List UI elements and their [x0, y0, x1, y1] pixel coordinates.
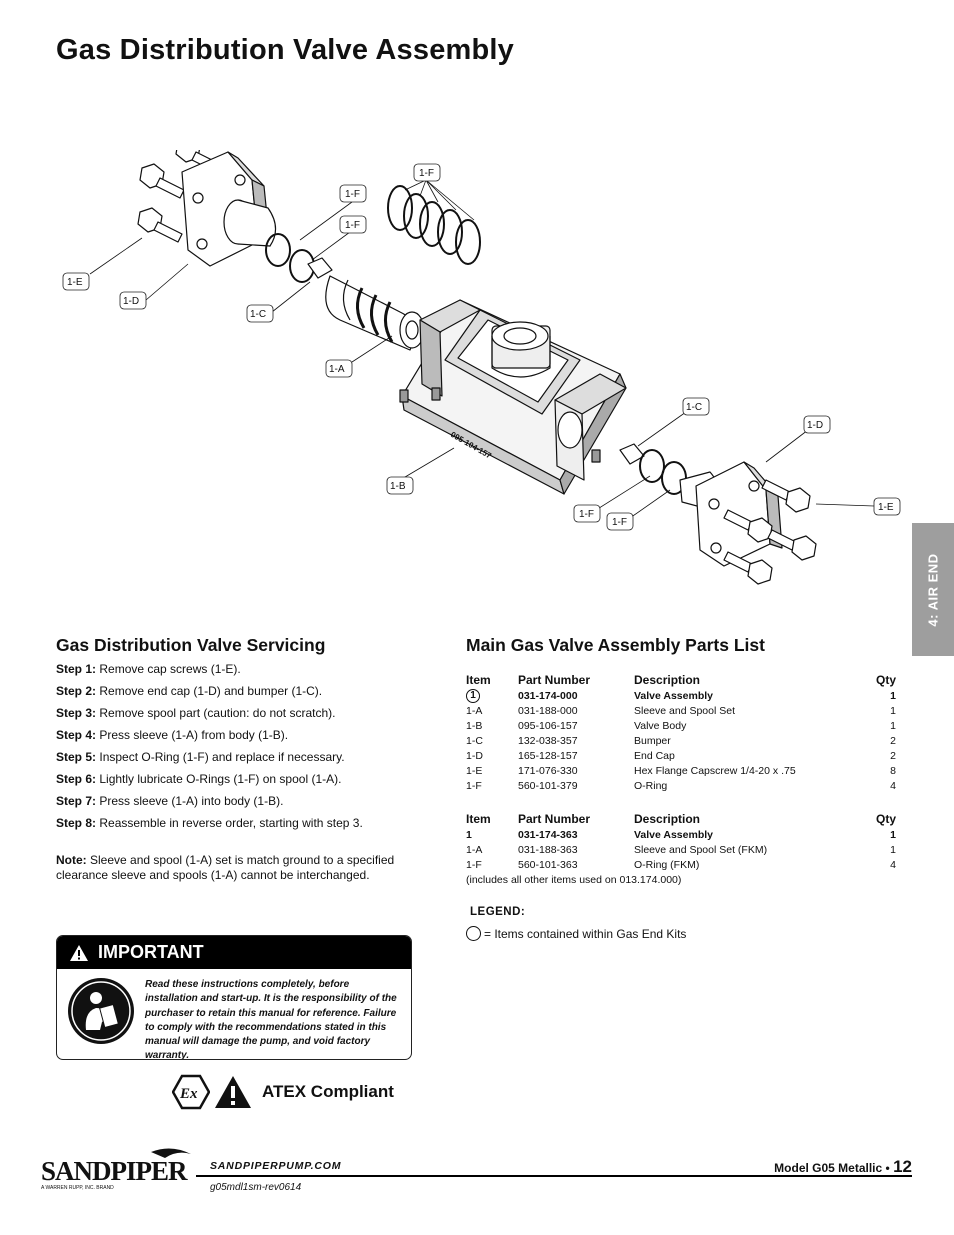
- important-box: IMPORTANT Read these instructions comple…: [56, 935, 412, 1060]
- svg-text:1-B: 1-B: [390, 481, 406, 492]
- servicing-note: Note: Sleeve and spool (1-A) set is matc…: [56, 853, 395, 882]
- callout-1-F-top: 1-F: [413, 163, 441, 182]
- warning-icon: [70, 944, 88, 961]
- important-header: IMPORTANT: [57, 936, 411, 969]
- parts-heading: Main Gas Valve Assembly Parts List: [466, 635, 765, 655]
- svg-text:1-F: 1-F: [345, 220, 360, 231]
- table-note: (includes all other items used on 013.17…: [466, 874, 682, 886]
- callout-1-D-left: 1-D: [119, 291, 147, 310]
- svg-text:1-F: 1-F: [345, 189, 360, 200]
- svg-text:Ex: Ex: [179, 1086, 198, 1102]
- svg-text:1-C: 1-C: [250, 309, 266, 320]
- footer-divider: [196, 1175, 912, 1177]
- important-text: Read these instructions completely, befo…: [145, 979, 397, 1060]
- servicing-steps: Step 1: Remove cap screws (1-E). Step 2:…: [56, 661, 441, 837]
- step-item: Step 2: Remove end cap (1-D) and bumper …: [56, 684, 323, 698]
- callout-1-C-left: 1-C: [246, 304, 274, 323]
- legend-text: = Items contained within Gas End Kits: [484, 926, 687, 941]
- spool: [325, 275, 425, 351]
- step-item: Step 6: Lightly lubricate O-Rings (1-F) …: [56, 772, 342, 786]
- important-heading: IMPORTANT: [98, 942, 204, 962]
- callout-1-B: 1-B: [386, 476, 414, 495]
- step-item: Step 8: Reassemble in reverse order, sta…: [56, 816, 363, 830]
- callout-1-F-d: 1-F: [606, 512, 634, 531]
- right-bolts: [723, 479, 817, 585]
- svg-text:1-F: 1-F: [419, 168, 434, 179]
- svg-text:1-E: 1-E: [67, 277, 83, 288]
- atex-label: ATEX Compliant: [262, 1082, 394, 1101]
- callout-1-A: 1-A: [325, 359, 353, 378]
- svg-text:1-D: 1-D: [123, 296, 139, 307]
- callout-1-F-c: 1-F: [573, 504, 601, 523]
- svg-text:1-C: 1-C: [686, 402, 702, 413]
- ex-hexagon-icon: Ex: [172, 1074, 210, 1110]
- model-page: Model G05 Metallic • 12: [774, 1157, 912, 1177]
- svg-text:1-A: 1-A: [329, 364, 345, 375]
- svg-text:1-D: 1-D: [807, 420, 823, 431]
- svg-text:1-F: 1-F: [612, 517, 627, 528]
- svg-text:1-F: 1-F: [579, 509, 594, 520]
- step-item: Step 7: Press sleeve (1-A) into body (1-…: [56, 794, 284, 808]
- legend-item: = Items contained within Gas End Kits: [466, 926, 686, 941]
- website-link[interactable]: SANDPIPERPUMP.COM: [210, 1160, 342, 1172]
- callout-1-F-b: 1-F: [339, 215, 367, 234]
- step-item: Step 4: Press sleeve (1-A) from body (1-…: [56, 728, 289, 742]
- legend-heading: LEGEND:: [470, 906, 526, 918]
- revision-code: g05mdl1sm-rev0614: [210, 1182, 302, 1193]
- callout-1-C-right: 1-C: [682, 397, 710, 416]
- svg-text:A WARREN RUPP, INC. BRAND: A WARREN RUPP, INC. BRAND: [41, 1185, 114, 1191]
- step-item: Step 1: Remove cap screws (1-E).: [56, 662, 241, 676]
- atex-badge: Ex ATEX Compliant: [172, 1074, 394, 1110]
- callout-1-F-a: 1-F: [339, 184, 367, 203]
- page-number: 12: [893, 1157, 912, 1176]
- kit-circle-marker: 1: [466, 689, 480, 703]
- exploded-diagram: 095-104-157: [62, 150, 901, 585]
- warning-triangle-icon: [215, 1076, 251, 1108]
- callout-1-D-right: 1-D: [803, 415, 831, 434]
- valve-body: [399, 299, 627, 495]
- servicing-heading: Gas Distribution Valve Servicing: [56, 635, 326, 655]
- callout-1-E-right: 1-E: [873, 497, 901, 516]
- sandpiper-logo: SANDPIPER A WARREN RUPP, INC. BRAND: [41, 1148, 195, 1197]
- page-title: Gas Distribution Valve Assembly: [56, 34, 515, 66]
- kit-circle-icon: [466, 926, 481, 941]
- step-item: Step 3: Remove spool part (caution: do n…: [56, 706, 336, 720]
- callout-1-E-left: 1-E: [62, 272, 90, 291]
- read-manual-icon: [68, 978, 134, 1044]
- svg-text:SANDPIPER: SANDPIPER: [41, 1156, 188, 1186]
- section-tab-label: 4: AIR END: [925, 552, 941, 627]
- step-item: Step 5: Inspect O-Ring (1-F) and replace…: [56, 750, 345, 764]
- svg-text:1-E: 1-E: [878, 502, 894, 513]
- section-tab[interactable]: 4: AIR END: [912, 523, 954, 656]
- model-label: Model G05 Metallic •: [774, 1161, 890, 1175]
